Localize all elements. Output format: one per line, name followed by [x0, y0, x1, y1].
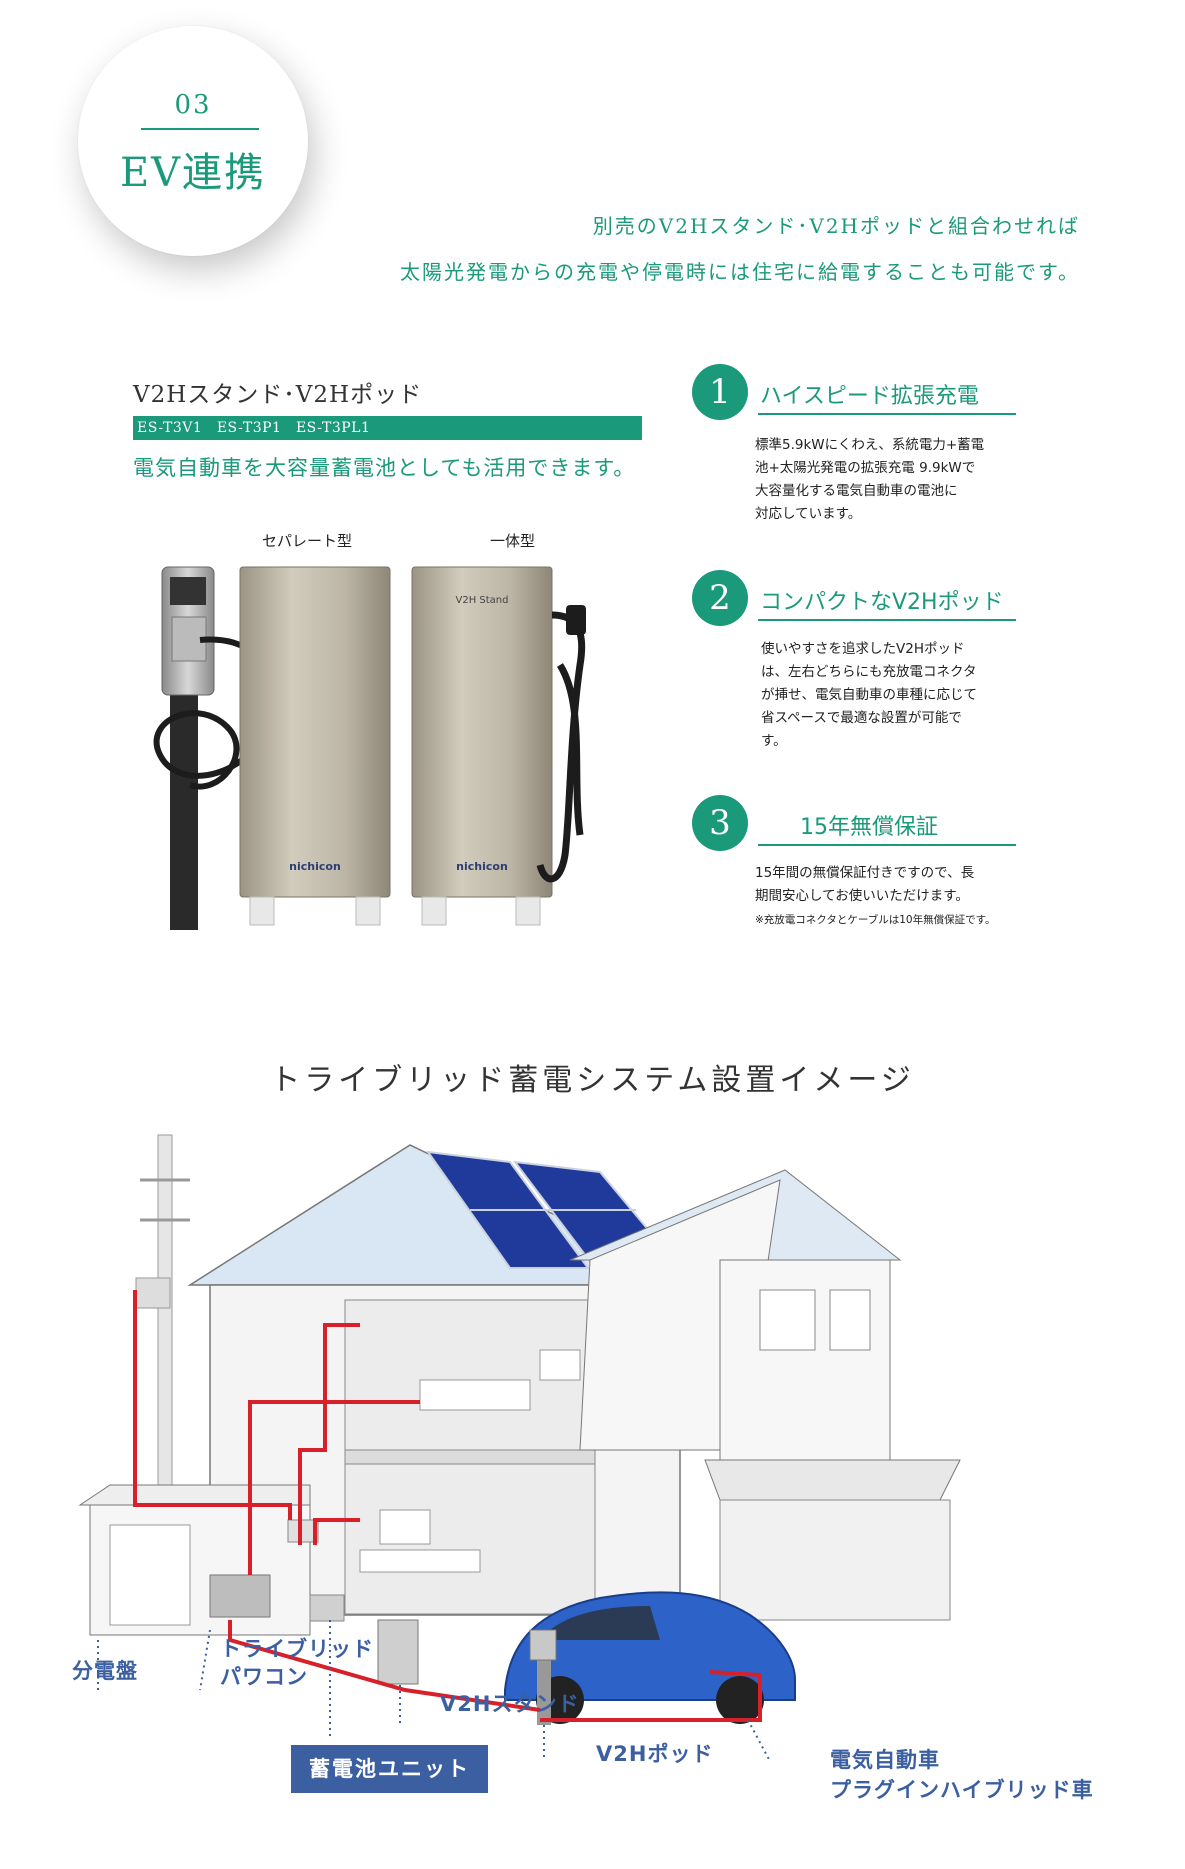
- type-separate-label: セパレート型: [262, 532, 353, 550]
- feature-2-title: コンパクトなV2Hポッド: [760, 590, 1004, 615]
- v2h-product-image: nichicon V2H Stand nichicon: [153, 566, 586, 930]
- stand-plate: V2H Stand: [456, 595, 509, 606]
- feature-3-title: 15年無償保証: [800, 815, 938, 840]
- feature-1-underline: [758, 413, 1016, 415]
- feature-2-underline: [758, 619, 1016, 621]
- feature-3-note: ※充放電コネクタとケーブルは10年無償保証です。: [755, 914, 996, 926]
- product-title: V2Hスタンド･V2Hポッド: [133, 382, 423, 408]
- feature-3-underline: [758, 844, 1016, 846]
- diagram-title: トライブリッド蓄電システム設置イメージ: [270, 1063, 915, 1098]
- label-power-conditioner: トライブリッド パワコン: [220, 1637, 374, 1689]
- feature-1-title: ハイスピード拡張充電: [760, 384, 979, 409]
- model-numbers: ES-T3V1 ES-T3P1 ES-T3PL1: [133, 416, 642, 440]
- label-distribution-board: 分電盤: [72, 1659, 138, 1683]
- feature-2-description: 使いやすさを追求したV2Hポッド は、左右どちらにも充放電コネクタ が挿せ、電気…: [761, 641, 977, 749]
- intro-line-1: 別売のV2Hスタンド･V2Hポッドと組合わせれば: [592, 214, 1080, 238]
- feature-1-number: 1: [692, 364, 748, 420]
- type-integrated-label: 一体型: [490, 532, 536, 550]
- product-description: 電気自動車を大容量蓄電池としても活用できます。: [133, 456, 636, 480]
- badge-divider: [141, 128, 259, 130]
- feature-1-description: 標準5.9kWにくわえ、系統電力+蓄電 池+太陽光発電の拡張充電 9.9kWで …: [755, 437, 985, 522]
- brand-logo-2: nichicon: [456, 860, 508, 873]
- feature-3-description: 15年間の無償保証付きですので、長 期間安心してお使いいただけます。: [755, 865, 975, 904]
- feature-3-number: 3: [692, 795, 748, 851]
- feature-2-number: 2: [692, 570, 748, 626]
- section-title: EV連携: [119, 150, 267, 196]
- label-electric-vehicle: 電気自動車 プラグインハイブリッド車: [830, 1748, 1094, 1802]
- section-badge: [78, 26, 308, 256]
- section-number: 03: [174, 90, 212, 120]
- installation-diagram: [78, 1134, 961, 1760]
- label-v2h-pod: V2Hポッド: [596, 1742, 714, 1766]
- intro-line-2: 太陽光発電からの充電や停電時には住宅に給電することも可能です。: [400, 260, 1080, 284]
- label-v2h-stand: V2Hスタンド: [440, 1692, 580, 1716]
- label-battery-unit: 蓄電池ユニット: [291, 1745, 488, 1793]
- brand-logo-1: nichicon: [289, 860, 341, 873]
